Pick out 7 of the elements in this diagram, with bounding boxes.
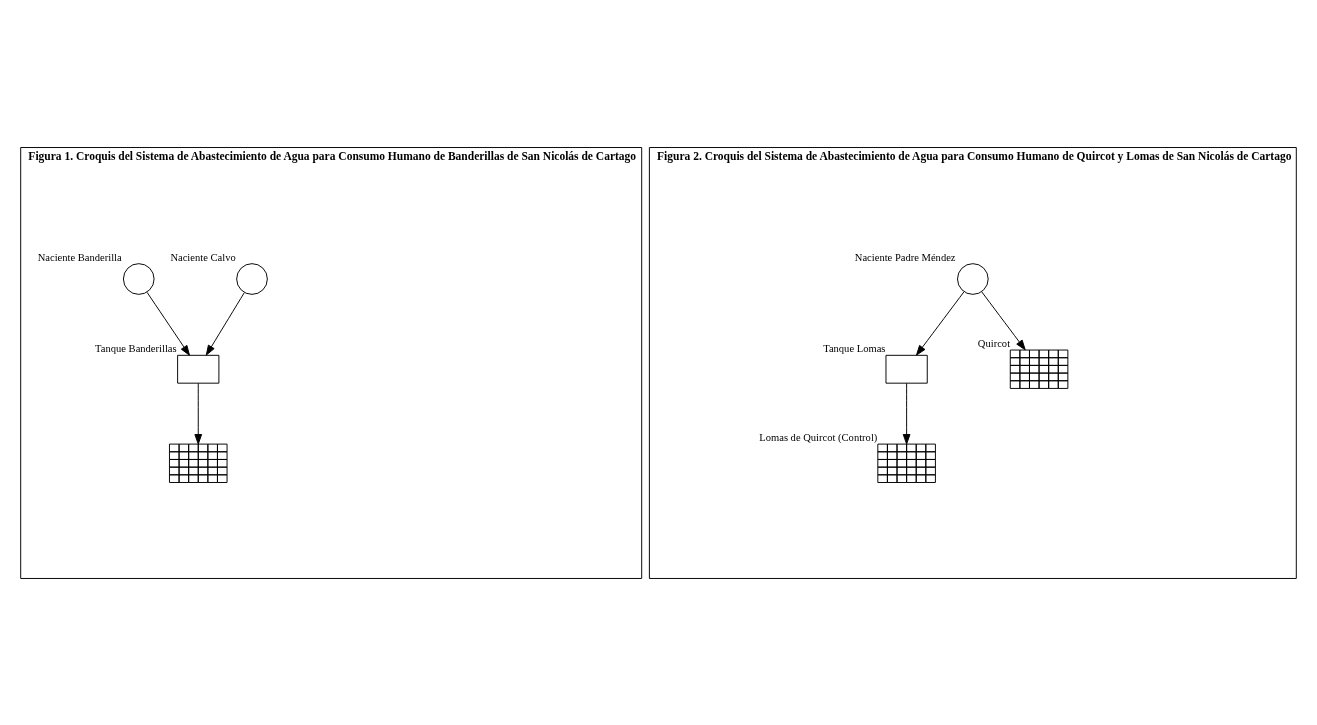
- node-label: Naciente Padre Méndez: [854, 251, 956, 263]
- node-label: Naciente Calvo: [170, 251, 236, 263]
- node-label: Tanque Lomas: [823, 342, 886, 354]
- node-label: Naciente Banderilla: [37, 251, 122, 263]
- node-label: Tanque Banderillas: [95, 342, 177, 354]
- node-label: Quircot: [977, 337, 1011, 349]
- node-text: Lomas de Quircot (Control): [759, 431, 878, 443]
